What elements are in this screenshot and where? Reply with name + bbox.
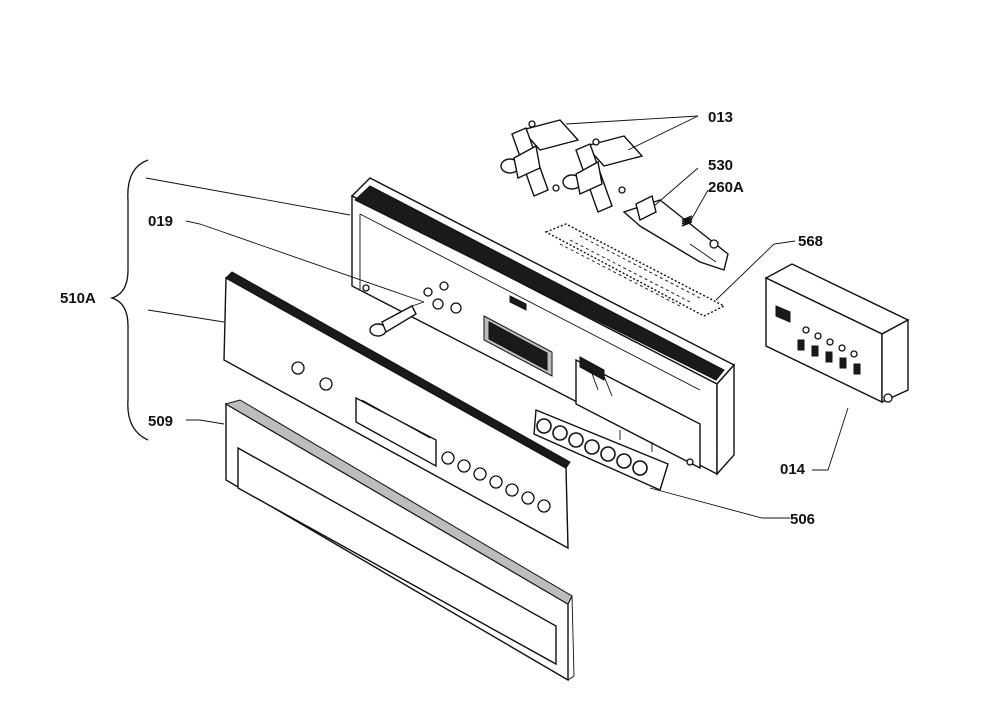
front-panel: [223, 271, 571, 550]
trim-frame-509: [224, 399, 575, 682]
label-260a: 260A: [708, 179, 744, 196]
label-510a: 510A: [60, 290, 96, 307]
label-014: 014: [780, 461, 806, 478]
switch-013-a: [500, 119, 580, 197]
console-housing: [350, 177, 736, 476]
label-019: 019: [148, 213, 173, 230]
switch-013-b: [562, 135, 644, 213]
label-530: 530: [708, 157, 733, 174]
bracket-530: [622, 194, 729, 271]
label-sticker-568: [544, 223, 726, 317]
spring-260a: [681, 215, 693, 227]
bracket-510a: [109, 159, 351, 441]
label-013: 013: [708, 109, 733, 126]
leader-lines: [185, 115, 849, 519]
label-506: 506: [790, 511, 815, 528]
label-509: 509: [148, 413, 173, 430]
part-labels: 013 530 260A 568 019 510A 509 014 506: [60, 109, 823, 528]
control-module-014: [764, 263, 910, 404]
label-568: 568: [798, 233, 823, 250]
button-strip-506: [533, 408, 669, 491]
indicator-lamp-019: [369, 301, 425, 337]
